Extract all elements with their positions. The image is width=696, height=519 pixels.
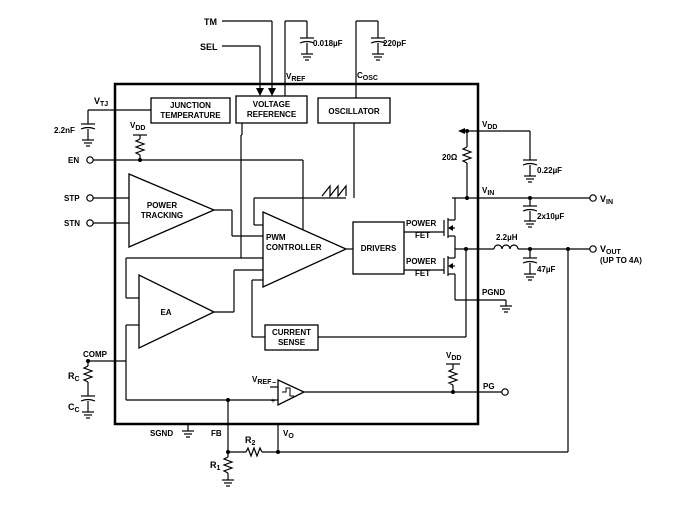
ea-to-pwm (214, 269, 263, 313)
current-sense-block (264, 324, 319, 351)
fb-pin-label: FB (211, 429, 222, 438)
sel-label: SEL (200, 42, 218, 52)
en-pin[interactable] (86, 156, 94, 164)
inductor-label: 2.2µH (496, 233, 518, 242)
vin-pin[interactable] (589, 194, 597, 202)
vdd-left-label: VDD (130, 121, 145, 132)
vtj-network (80, 109, 151, 147)
oscillator-block (317, 97, 391, 124)
voltage-label-1: VOLTAGE (253, 100, 291, 109)
svg-text:−: − (272, 380, 276, 387)
cap-osc-label: 220pF (383, 39, 406, 48)
pwm-label-2: CONTROLLER (266, 243, 322, 252)
vtj-label: VTJ (94, 96, 108, 108)
current-label-1: CURRENT (272, 328, 311, 337)
vin-pin-label: VIN (482, 186, 494, 197)
sgnd-pin-label: SGND (150, 429, 173, 438)
power-tracking-label-2: TRACKING (141, 211, 183, 220)
cap-vref-label: 0.018µF (313, 39, 343, 48)
stp-pin-label: STP (64, 194, 80, 203)
pwm-controller-comparator (262, 210, 348, 289)
cosc-pin-label: COSC (357, 71, 378, 82)
tm-line (222, 20, 276, 96)
r1-label: R1 (210, 460, 221, 472)
ea-label: EA (160, 308, 171, 317)
cap-47-label: 47µF (537, 265, 556, 274)
vref-cmp-label: VREF (252, 375, 272, 386)
rc-label: RC (68, 371, 80, 383)
power-fet-top-label-2: FET (415, 231, 430, 240)
junction-label-1: JUNCTION (170, 101, 211, 110)
vref-cap-network (284, 20, 315, 96)
hysteresis-icon (282, 387, 294, 397)
pgnd-pin-label: PGND (482, 288, 505, 297)
vout-label: VOUT (600, 244, 622, 256)
junction-label-2: TEMPERATURE (160, 111, 221, 120)
vout-note: (UP TO 4A) (600, 256, 642, 265)
pg-pin[interactable] (501, 388, 509, 396)
sel-line (222, 45, 264, 96)
vdd-pg-label: VDD (446, 351, 461, 362)
power-tracking-amp (128, 173, 216, 248)
drivers-label: DRIVERS (361, 244, 397, 253)
power-fet-bot-label-2: FET (415, 269, 430, 278)
stp-pin[interactable] (86, 194, 94, 202)
cap-2x10-label: 2x10µF (537, 212, 564, 221)
cosc-cap-network (355, 20, 386, 98)
power-tracking-label-1: POWER (147, 201, 177, 210)
power-fet-top-label-1: POWER (406, 219, 436, 228)
switch-node (455, 247, 494, 337)
pg-network (304, 363, 502, 394)
drivers-block (352, 221, 405, 275)
vref-to-pwm (125, 123, 263, 299)
cc-label: CC (68, 402, 80, 414)
high-side-fet (404, 198, 456, 249)
low-side-fet (404, 249, 512, 313)
vin-out-label: VIN (600, 194, 613, 206)
oscillator-label: OSCILLATOR (328, 107, 379, 116)
stn-pin-label: STN (64, 219, 80, 228)
comp-pin-label: COMP (83, 350, 108, 359)
oscillator-ramp (253, 123, 355, 226)
power-fet-bot-label-1: POWER (406, 257, 436, 266)
vin-rail (452, 196, 590, 228)
comp-network (80, 324, 139, 419)
vdd-left-pullup (133, 134, 147, 162)
r2-label: R2 (245, 435, 256, 447)
power-tracking-to-pwm (214, 209, 263, 237)
ic-outline (113, 82, 480, 426)
pwm-label-1: PWM (266, 233, 286, 242)
r20-label: 20Ω (442, 153, 458, 162)
vref-pin-label: VREF (286, 72, 306, 83)
inductor (493, 244, 590, 452)
vout-pin[interactable] (589, 245, 597, 253)
vdd-right-network (458, 128, 538, 198)
cap-022-label: 0.22µF (537, 166, 562, 175)
current-label-2: SENSE (278, 338, 306, 347)
cap-vtj-label: 2.2nF (54, 126, 75, 135)
vdd-right-label: VDD (482, 120, 497, 131)
voltage-label-2: REFERENCE (247, 110, 297, 119)
fb-network (125, 361, 568, 487)
vo-pin-label: VO (283, 429, 294, 440)
en-pin-label: EN (68, 156, 79, 165)
voltage-reference-block (235, 95, 308, 124)
current-sense-to-pwm (251, 279, 265, 338)
en-line (93, 159, 304, 230)
pg-comparator (277, 378, 306, 407)
error-amplifier (138, 273, 216, 350)
pg-pin-label: PG (483, 382, 495, 391)
svg-text:+: + (271, 398, 275, 405)
sgnd-ground-icon (182, 424, 194, 438)
stn-pin[interactable] (86, 219, 94, 227)
tm-label: TM (204, 17, 217, 27)
